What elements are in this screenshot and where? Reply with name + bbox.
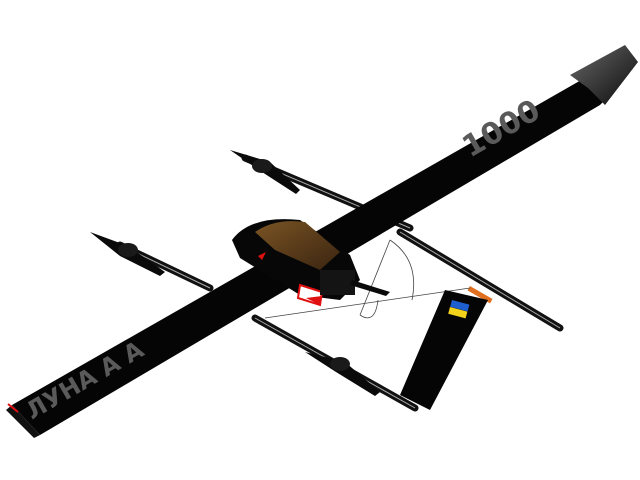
winglet	[570, 45, 638, 105]
flag-yellow	[448, 307, 468, 319]
boom-right-tail	[396, 228, 564, 332]
fuselage	[232, 219, 390, 307]
boom-lower	[251, 314, 419, 412]
flag-blue	[450, 300, 470, 312]
wires	[264, 239, 471, 319]
tail-fin	[400, 290, 488, 410]
boom-left	[90, 232, 214, 292]
